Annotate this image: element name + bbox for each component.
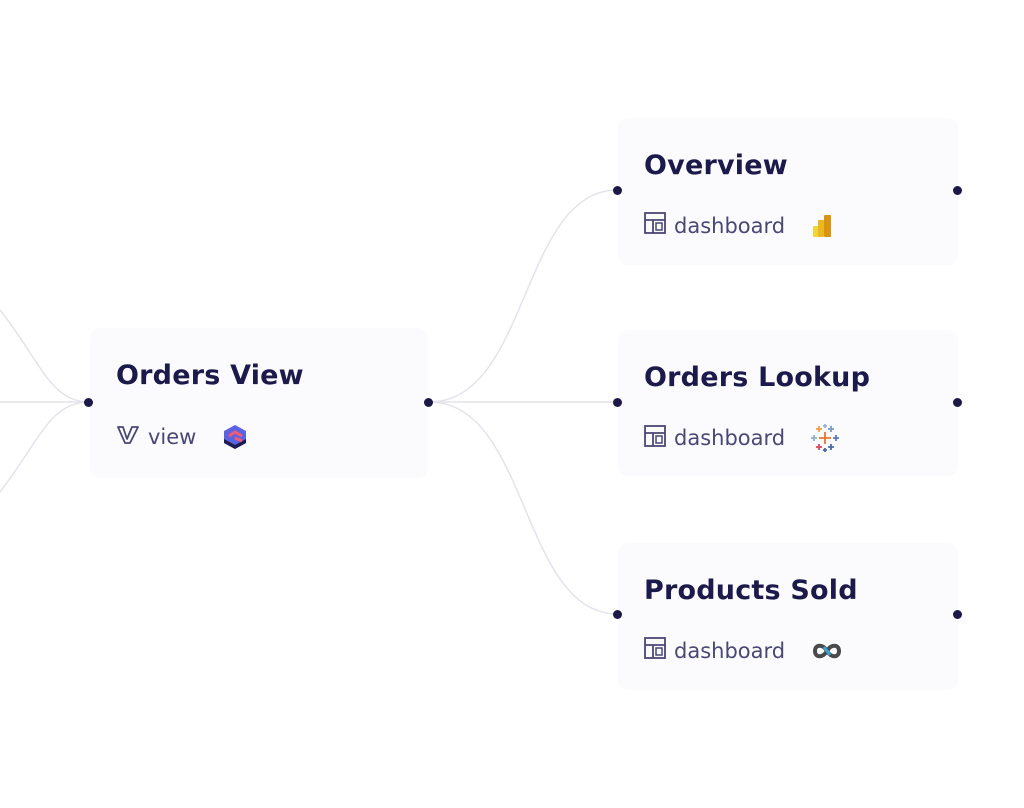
port-dot-overview-out[interactable] [953, 186, 962, 195]
dashboard-icon [644, 212, 666, 239]
port-dot-products-sold-in[interactable] [613, 610, 622, 619]
node-title: Orders Lookup [644, 362, 871, 393]
port-dot-overview-in[interactable] [613, 186, 622, 195]
port-dot-orders-lookup-out[interactable] [953, 398, 962, 407]
edge-to-products-sold [428, 401, 619, 615]
node-type: dashboard [674, 426, 786, 450]
node-orders-lookup[interactable]: Orders Lookup dashboard [618, 330, 958, 476]
node-overview[interactable]: Overview dashboard [618, 118, 958, 265]
port-dot-orders-view-out[interactable] [424, 398, 433, 407]
view-icon [116, 425, 140, 450]
tableau-icon [811, 424, 840, 452]
node-title: Products Sold [644, 575, 858, 606]
dbt-like-icon [222, 424, 248, 450]
node-title: Orders View [116, 360, 304, 391]
node-type: dashboard [674, 213, 786, 238]
port-dot-orders-lookup-in[interactable] [613, 398, 622, 407]
edge-to-overview [428, 189, 619, 403]
node-type: dashboard [674, 638, 786, 663]
looker-infinity-icon [811, 642, 843, 660]
port-dot-products-sold-out[interactable] [953, 610, 962, 619]
dashboard-icon [644, 424, 666, 452]
port-dot-orders-view-in[interactable] [84, 398, 93, 407]
node-orders-view[interactable]: Orders View view [90, 328, 428, 478]
dashboard-icon [644, 637, 666, 664]
edge-upstream-1 [0, 309, 90, 403]
node-type: view [148, 425, 197, 449]
power-bi-icon [811, 214, 833, 238]
node-products-sold[interactable]: Products Sold dashboard [618, 543, 958, 690]
edge-upstream-3 [0, 401, 90, 493]
node-title: Overview [644, 150, 788, 181]
